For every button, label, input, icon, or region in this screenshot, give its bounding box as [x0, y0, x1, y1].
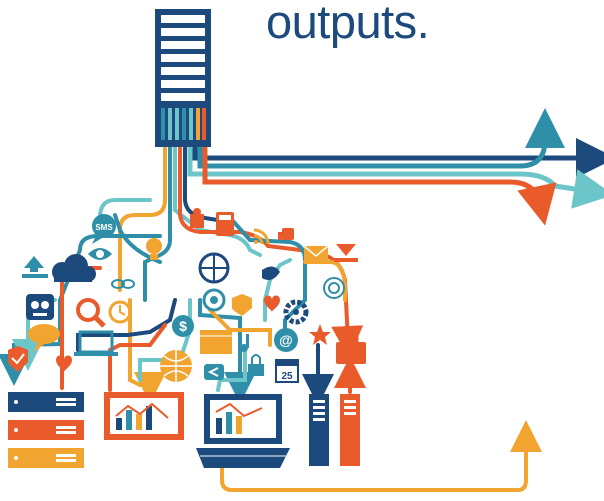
- at-icon: @: [274, 328, 298, 352]
- thumbs-up-icon: [278, 228, 294, 240]
- rss-icon: [253, 228, 270, 245]
- briefcase-icon: [336, 334, 366, 364]
- return-line: [220, 420, 542, 492]
- shield-icon-2: [232, 294, 252, 316]
- server-icon: [155, 9, 211, 147]
- tower-pc-icon-2: [340, 394, 360, 466]
- heart-icon-2: [264, 295, 280, 312]
- shield-icon: [8, 346, 28, 372]
- sms-bubble-icon: SMS: [92, 214, 116, 244]
- tower-pc-icon: [309, 394, 329, 466]
- heart-icon: [56, 355, 72, 372]
- output-lines: [187, 108, 604, 226]
- download-icon: [334, 244, 358, 262]
- music-note-icon: [240, 334, 249, 352]
- robot-icon: [26, 294, 54, 320]
- gear-icon: [283, 299, 309, 325]
- clock-icon: [108, 300, 132, 324]
- chain-icon: [111, 279, 135, 289]
- laptop-chart-icon: [196, 394, 290, 468]
- bulb-icon: [146, 238, 162, 260]
- cloud-icon: [52, 254, 96, 282]
- magnifier-icon: [76, 298, 106, 328]
- puzzle-icon: [190, 208, 204, 228]
- calendar-icon: 25: [275, 359, 299, 383]
- calculator-icon: [216, 212, 234, 236]
- dollar-label: $: [179, 318, 187, 334]
- chat-bubble-icon: [28, 324, 60, 352]
- lock-icon: [248, 354, 264, 376]
- mail-icon: [303, 245, 329, 262]
- dollar-icon: $: [172, 315, 194, 337]
- globe-icon: [160, 350, 192, 382]
- server-rack-icon: [8, 392, 84, 468]
- calendar-box-icon: [200, 330, 232, 354]
- fingerprint-icon: [323, 277, 345, 299]
- eye-icon: [88, 248, 112, 260]
- target-icon: [202, 288, 226, 312]
- globe-icon-dark: [198, 252, 230, 284]
- laptop-icon: [74, 330, 118, 356]
- chart-screen-icon: [104, 392, 184, 440]
- bird-icon: [262, 266, 280, 280]
- calendar-day: 25: [281, 371, 293, 382]
- sms-label: SMS: [95, 223, 113, 232]
- at-label: @: [279, 332, 293, 348]
- upload-icon: [22, 256, 48, 278]
- star-icon: [309, 324, 331, 345]
- headline-text: outputs.: [266, 0, 430, 48]
- back-arrow-icon: [204, 364, 224, 380]
